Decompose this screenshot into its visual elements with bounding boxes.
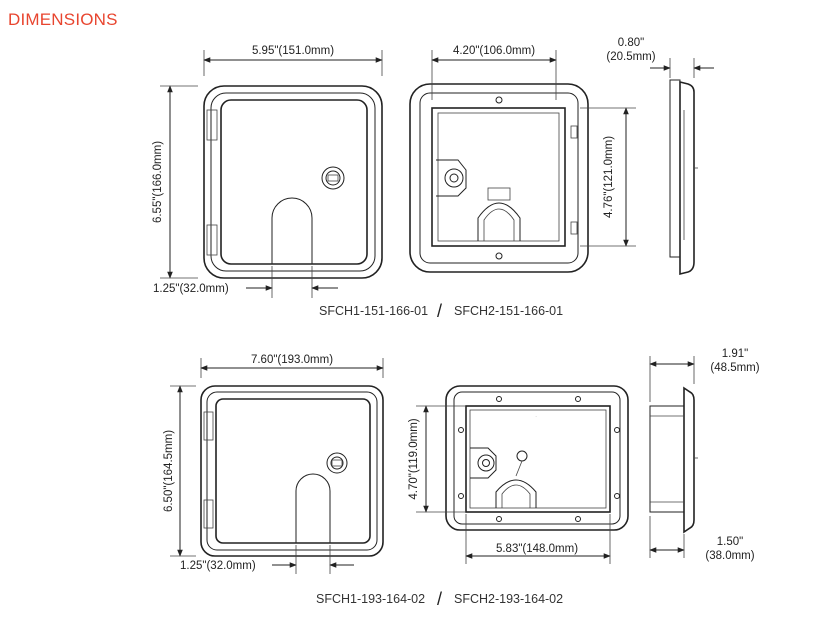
top-side-depth-dim: 0.80" (20.5mm) — [606, 37, 714, 78]
top-back-view — [409, 83, 589, 273]
bottom-side-depth-mm: (48.5mm) — [710, 362, 759, 374]
bottom-front-width-dim: 7.60"(193.0mm) — [200, 354, 384, 378]
top-back-height-label: 4.76"(121.0mm) — [603, 136, 615, 218]
bottom-front-height-dim: 6.50"(164.5mm) — [163, 385, 196, 557]
top-model-1: SFCH1-151-166-01 — [319, 304, 428, 318]
bottom-side-flange-dim: 1.50" (38.0mm) — [649, 516, 755, 562]
bottom-side-depth-dim: 1.91" (48.5mm) — [649, 348, 760, 402]
bottom-front-view — [200, 385, 384, 557]
top-side-view — [669, 79, 698, 276]
bottom-model-1: SFCH1-193-164-02 — [316, 592, 425, 606]
bottom-back-width-dim: 5.83"(148.0mm) — [465, 514, 611, 564]
top-front-height-dim: 6.55"(166.0mm) — [152, 85, 198, 279]
cable-cover-icon — [495, 450, 537, 508]
top-front-opening-dim: 1.25"(32.0mm) — [153, 266, 338, 298]
page-title: DIMENSIONS — [8, 10, 118, 29]
top-back-height-dim: 4.76"(121.0mm) — [580, 107, 636, 247]
bottom-front-opening-dim: 1.25"(32.0mm) — [180, 545, 354, 574]
bottom-back-height-dim: 4.70"(119.0mm) — [408, 405, 466, 513]
svg-text:.: . — [535, 413, 536, 418]
top-model-2: SFCH2-151-166-01 — [454, 304, 563, 318]
latch-icon — [436, 159, 467, 197]
top-front-opening-label: 1.25"(32.0mm) — [153, 283, 229, 295]
bottom-front-height-label: 6.50"(164.5mm) — [163, 430, 175, 512]
lock-icon — [321, 166, 345, 190]
bottom-model-separator: / — [437, 589, 442, 609]
latch-icon — [470, 447, 497, 479]
bottom-side-flange-mm: (38.0mm) — [705, 550, 754, 562]
top-back-width-dim: 4.20"(106.0mm) — [431, 45, 557, 100]
bottom-back-width-label: 5.83"(148.0mm) — [496, 543, 578, 555]
top-back-width-label: 4.20"(106.0mm) — [453, 45, 535, 57]
bottom-side-depth-in: 1.91" — [722, 348, 748, 360]
bottom-front-width-label: 7.60"(193.0mm) — [251, 354, 333, 366]
top-model-separator: / — [437, 301, 442, 321]
cable-cover-icon — [477, 187, 521, 241]
bottom-front-opening-label: 1.25"(32.0mm) — [180, 560, 256, 572]
bottom-side-flange-in: 1.50" — [717, 536, 743, 548]
bottom-back-view: . — [445, 385, 629, 531]
top-front-width-dim: 5.95"(151.0mm) — [203, 45, 383, 76]
bottom-model-2: SFCH2-193-164-02 — [454, 592, 563, 606]
bottom-side-view — [649, 386, 698, 534]
top-front-height-label: 6.55"(166.0mm) — [152, 141, 164, 223]
top-side-depth-mm: (20.5mm) — [606, 51, 655, 63]
top-front-view — [203, 85, 383, 279]
top-front-width-label: 5.95"(151.0mm) — [252, 45, 334, 57]
top-side-depth-in: 0.80" — [618, 37, 644, 49]
bottom-back-height-label: 4.70"(119.0mm) — [408, 418, 420, 499]
lock-icon — [326, 452, 348, 474]
